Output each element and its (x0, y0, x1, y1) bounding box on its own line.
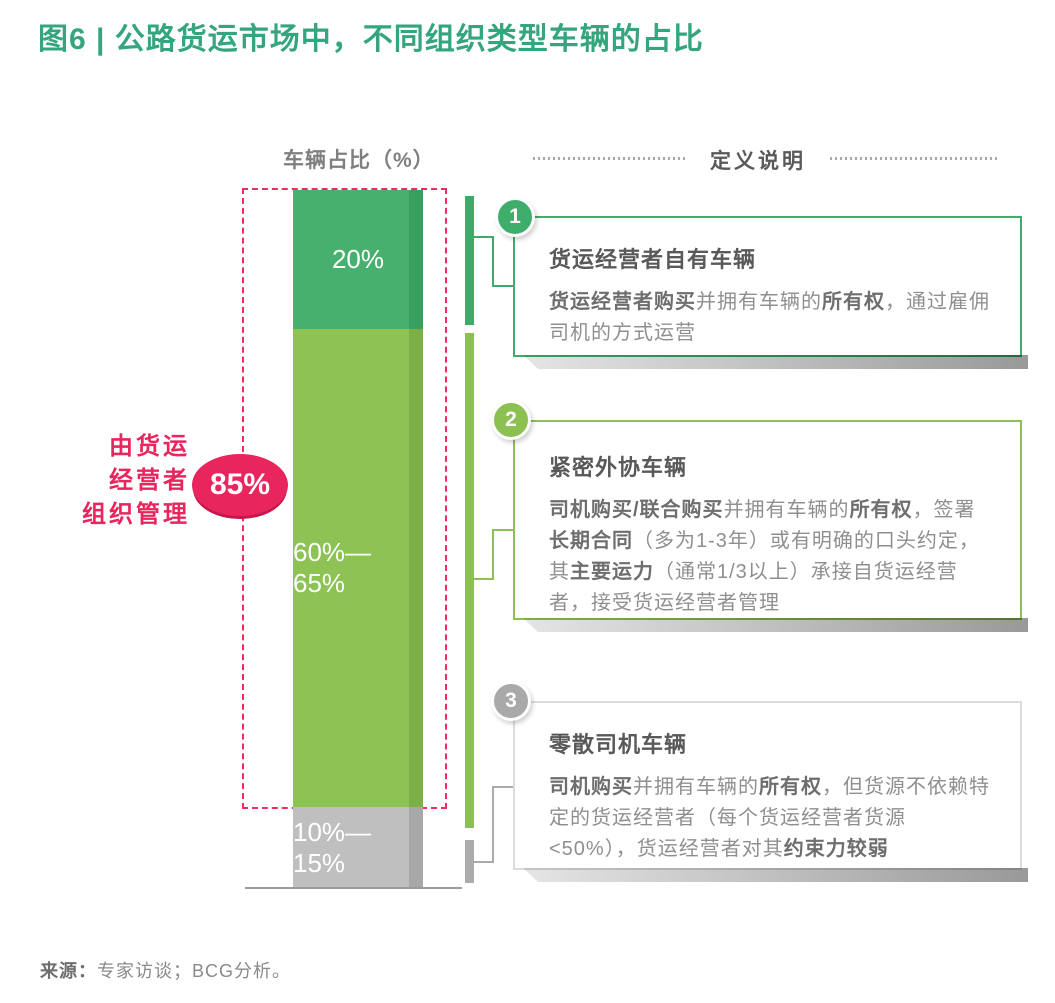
definition-body: 司机购买并拥有车辆的所有权，但货源不依赖特定的货运经营者（每个货运经营者货源<5… (549, 776, 990, 860)
connector-1 (474, 236, 494, 238)
definition-title: 货运经营者自有车辆 (549, 247, 757, 272)
connector-1 (492, 236, 494, 287)
capsule-segment-1 (465, 196, 474, 325)
annotation-label-line: 由货运 (109, 433, 190, 460)
segment-value-label: 10%—15% (293, 817, 372, 878)
connector-2 (474, 578, 494, 580)
annotation-value: 85% (209, 468, 271, 501)
annotation-label-line: 组织管理 (82, 501, 190, 528)
connector-3 (492, 786, 494, 863)
dotted-divider-left (533, 157, 685, 160)
capsule-segment-2 (465, 333, 474, 828)
number-badge-3: 3 (491, 681, 531, 721)
source-text: 专家访谈；BCG分析。 (97, 961, 292, 981)
definition-title: 紧密外协车辆 (549, 455, 688, 480)
definitions-header: 定义说明 (688, 141, 828, 178)
definition-box-3: 零散司机车辆 司机购买并拥有车辆的所有权，但货源不依赖特定的货运经营者（每个货运… (513, 701, 1022, 870)
axis-baseline (245, 887, 462, 889)
definition-body: 货运经营者购买并拥有车辆的所有权，通过雇佣司机的方式运营 (549, 291, 990, 344)
number-badge-1: 1 (495, 197, 535, 237)
segment-shade (409, 807, 423, 889)
definition-box-1: 货运经营者自有车辆 货运经营者购买并拥有车辆的所有权，通过雇佣司机的方式运营 (513, 216, 1022, 357)
axis-label: 车辆占比（%） (283, 149, 435, 172)
segment-value-label: 60%—65% (293, 537, 372, 598)
segment-shade (409, 190, 423, 329)
source-label: 来源： (40, 961, 97, 981)
number-badge-2: 2 (491, 400, 531, 440)
figure-title: 图6 | 公路货运市场中，不同组织类型车辆的占比 (38, 23, 704, 56)
segment-value-label: 20% (331, 244, 385, 274)
connector-2 (492, 529, 514, 531)
connector-2 (492, 529, 494, 580)
dotted-divider-right (830, 157, 997, 160)
connector-3 (492, 786, 514, 788)
bar-segment-close-outsourced: 60%—65% (293, 329, 423, 807)
connector-1 (492, 285, 516, 287)
connector-3 (474, 861, 494, 863)
annotation-value-ellipse: 85% (192, 454, 288, 516)
segment-shade (409, 329, 423, 807)
definition-title: 零散司机车辆 (549, 732, 688, 757)
bar-segment-independent-drivers: 10%—15% (293, 807, 423, 889)
annotation-label: 由货运 经营者 组织管理 (18, 430, 190, 532)
capsule-segment-3 (465, 840, 474, 883)
source-note: 来源：专家访谈；BCG分析。 (40, 957, 291, 983)
bar-segment-operator-owned: 20% (293, 190, 423, 329)
definition-body: 司机购买/联合购买并拥有车辆的所有权，签署长期合同（多为1-3年）或有明确的口头… (549, 499, 980, 614)
annotation-label-line: 经营者 (109, 467, 190, 494)
definition-box-2: 紧密外协车辆 司机购买/联合购买并拥有车辆的所有权，签署长期合同（多为1-3年）… (513, 420, 1022, 620)
